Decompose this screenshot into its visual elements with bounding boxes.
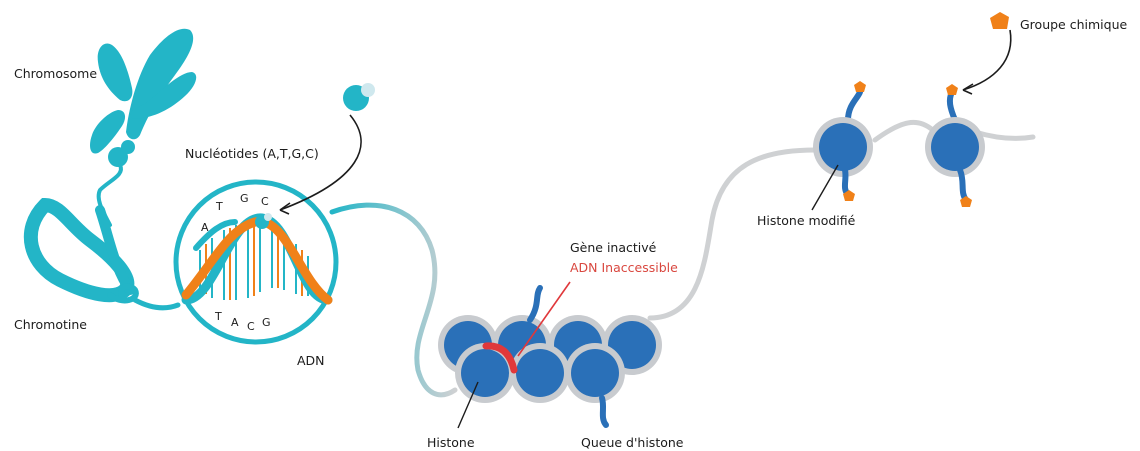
histone-tail-bottom [599, 395, 609, 428]
histone-front-3 [565, 343, 625, 403]
base-bottom-t: T [214, 310, 222, 323]
histone-front-1 [455, 343, 515, 403]
linker-dna-strand-3 [872, 119, 938, 143]
chromatin-illustration [23, 163, 181, 311]
chemical-group-arrow [962, 29, 1012, 91]
label-chemical-group: Groupe chimique [1020, 17, 1127, 32]
base-bottom-g: G [262, 316, 271, 329]
label-nucleotides: Nucléotides (A,T,G,C) [185, 146, 319, 161]
label-dna-inaccessible: ADN Inaccessible [570, 260, 678, 275]
chemical-group-marker [854, 81, 866, 92]
histone-front-2 [510, 343, 570, 403]
base-letters: A T G C T A C G [201, 192, 271, 333]
histone-pointer [457, 381, 479, 429]
base-top-c: C [261, 195, 269, 208]
nucleotide-arrow [279, 114, 362, 211]
linker-dna-strand [329, 202, 458, 398]
modified-histone-2 [925, 84, 985, 207]
gene-inactive-pointer [517, 281, 571, 357]
inaccessible-dna-segment [482, 342, 518, 374]
base-top-g: G [240, 192, 249, 205]
label-histone-modified: Histone modifié [757, 213, 856, 228]
linker-dna-strand-4 [972, 129, 1036, 141]
histone-tail-top [527, 285, 543, 323]
linker-dna-strand-2 [647, 147, 818, 321]
label-gene-inactive: Gène inactivé [570, 240, 657, 255]
base-bottom-a: A [231, 316, 239, 329]
label-dna: ADN [297, 353, 325, 368]
label-chromatin: Chromotine [14, 317, 87, 332]
dna-helix-magnifier [173, 179, 339, 345]
histone-modified-pointer [811, 164, 839, 211]
base-top-a: A [201, 221, 209, 234]
label-histone: Histone [427, 435, 475, 450]
free-nucleotide [343, 83, 375, 111]
chemical-group-marker [843, 190, 855, 201]
base-bottom-c: C [247, 320, 255, 333]
chemical-group-marker [946, 84, 958, 95]
chromosome-illustration [90, 28, 197, 167]
base-top-t: T [215, 200, 223, 213]
nucleosome-cluster [438, 285, 662, 428]
modified-histone-1 [813, 81, 873, 201]
chemical-group-marker [960, 196, 972, 207]
chemical-group-legend-icon [990, 12, 1009, 29]
label-histone-tail: Queue d'histone [581, 435, 684, 450]
label-chromosome: Chromosome [14, 66, 97, 81]
